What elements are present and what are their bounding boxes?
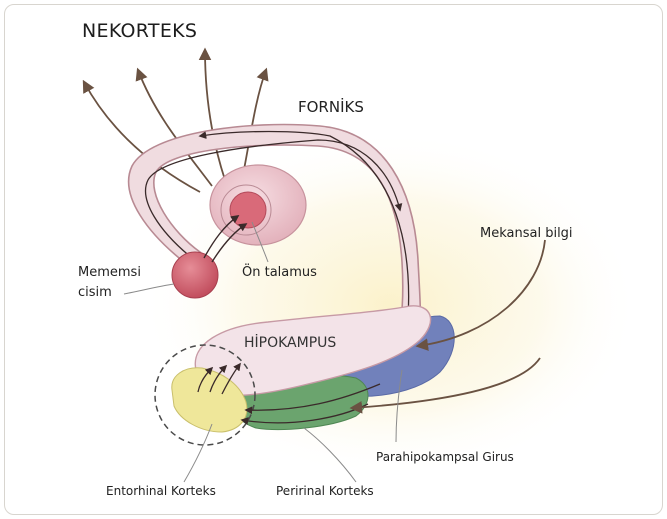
thalamus-nucleus xyxy=(230,192,266,228)
parahippocampal-label: Parahipokampsal Girus xyxy=(376,451,514,463)
anterior-thalamus-label: Ön talamus xyxy=(242,266,317,279)
spatial-info-label: Mekansal bilgi xyxy=(480,227,573,240)
entorhinal-label: Entorhinal Korteks xyxy=(106,485,216,497)
perirhinal-label: Peririnal Korteks xyxy=(276,485,374,497)
mammillary-label-line1: Mememsi xyxy=(78,266,141,279)
neocortex-label: NEKORTEKS xyxy=(82,22,197,41)
fornix-label: FORNİKS xyxy=(298,100,364,115)
hippocampus-label: HİPOKAMPUS xyxy=(244,336,336,350)
mammillary-body xyxy=(172,252,218,298)
mammillary-label-line2: cisim xyxy=(78,286,112,299)
